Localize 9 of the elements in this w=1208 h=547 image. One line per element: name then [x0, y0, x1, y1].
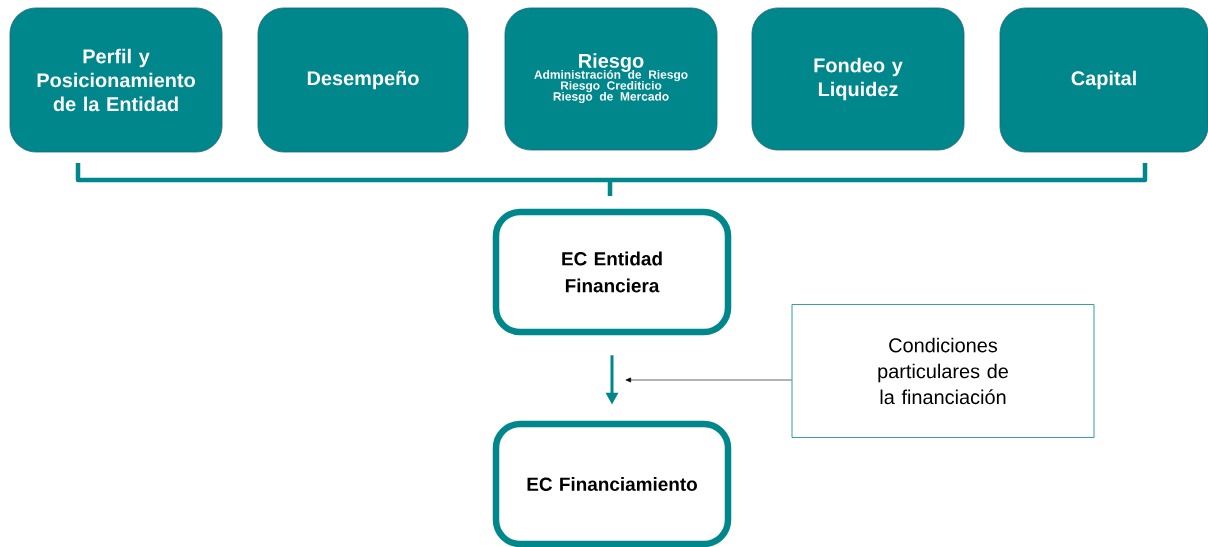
- note-box: Condiciones particulares de la financiación: [791, 304, 1095, 438]
- category-box: Fondeo y Liquidez: [751, 7, 965, 151]
- category-box: Capital: [999, 7, 1208, 153]
- category-box: Riesgo Administración de Riesgo Riesgo Crediticio Riesgo de Mercado: [504, 7, 718, 151]
- arrow: [625, 377, 792, 383]
- result-box: EC Entidad Financiera: [492, 208, 732, 336]
- category-box: Desempeño: [257, 7, 469, 153]
- result-box: EC Financiamiento: [492, 420, 732, 547]
- category-box: Perfil y Posicionamiento de la Entidad: [9, 7, 223, 153]
